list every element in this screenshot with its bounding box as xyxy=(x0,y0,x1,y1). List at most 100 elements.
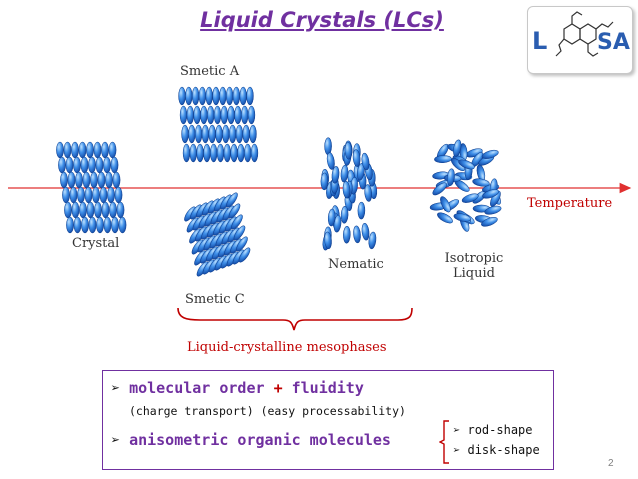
molecule-ellipse xyxy=(239,86,247,106)
arrow-bullet-icon: ➢ xyxy=(453,443,461,457)
molecule-ellipse xyxy=(453,213,471,222)
molecule-ellipse xyxy=(342,180,351,199)
molecule-ellipse xyxy=(458,159,475,170)
rod-shape-text: rod-shape xyxy=(467,423,533,437)
molecule-ellipse xyxy=(63,141,72,159)
molecule-ellipse xyxy=(213,105,222,125)
molecule-ellipse xyxy=(246,86,254,106)
molecule-ellipse xyxy=(99,186,108,204)
molecule-ellipse xyxy=(94,201,102,219)
logo-chain-top xyxy=(571,11,583,24)
molecule-ellipse xyxy=(189,143,197,163)
molecule-ellipse xyxy=(481,216,498,227)
molecule-ellipse xyxy=(108,141,117,159)
molecule-ellipse xyxy=(58,156,66,174)
nematic-label: Nematic xyxy=(328,257,384,272)
molecule-ellipse xyxy=(191,86,200,106)
molecule-ellipse xyxy=(227,105,235,125)
anisometric-line: ➢ anisometric organic molecules xyxy=(111,431,391,449)
molecule-ellipse xyxy=(215,124,223,144)
molecule-ellipse xyxy=(232,86,241,106)
molecule-ellipse xyxy=(353,225,361,244)
molecule-ellipse xyxy=(222,124,230,144)
molecule-ellipse xyxy=(103,216,112,234)
logo-chain-left xyxy=(555,38,565,57)
molecule-ellipse xyxy=(331,166,340,184)
molecule-ellipse xyxy=(343,225,351,244)
order-fluidity-line: ➢ molecular order + fluidity xyxy=(111,379,364,397)
crystal-label: Crystal xyxy=(72,236,120,251)
molecule-ellipse xyxy=(62,186,70,204)
molecule-ellipse xyxy=(73,156,81,174)
molecule-ellipse xyxy=(97,171,106,189)
molecule-ellipse xyxy=(78,141,87,159)
molecule-ellipse xyxy=(64,201,72,219)
molecule-ellipse xyxy=(210,143,218,163)
molecule-ellipse xyxy=(340,206,349,224)
molecule-ellipse xyxy=(482,189,499,199)
molecule-ellipse xyxy=(112,171,121,189)
molecule-ellipse xyxy=(109,201,117,219)
molecule-ellipse xyxy=(179,105,188,125)
molecule-ellipse xyxy=(432,182,447,196)
molecule-ellipse xyxy=(340,164,349,183)
arrow-bullet-icon: ➢ xyxy=(453,423,461,437)
molecule-ellipse xyxy=(361,222,370,241)
molecule-ellipse xyxy=(77,186,85,204)
smectic-a-label: Smetic A xyxy=(180,64,240,79)
isotropic-label: Isotropic Liquid xyxy=(442,251,506,281)
molecule-ellipse xyxy=(236,236,248,252)
molecule-ellipse xyxy=(82,171,91,189)
properties-line: (charge transport) (easy processability) xyxy=(129,404,406,418)
molecule-ellipse xyxy=(324,137,332,155)
molecule-ellipse xyxy=(110,156,119,174)
molecule-ellipse xyxy=(250,143,259,163)
molecule-ellipse xyxy=(92,186,100,204)
molecule-ellipse xyxy=(223,143,231,163)
molecule-ellipse xyxy=(75,171,83,189)
molecule-ellipse xyxy=(193,105,201,125)
molecule-ellipse xyxy=(107,186,115,204)
molecule-ellipse xyxy=(86,201,95,219)
molecule-ellipse xyxy=(90,171,98,189)
molecule-ellipse xyxy=(205,86,213,106)
molecule-ellipse xyxy=(93,141,102,159)
molecule-ellipse xyxy=(69,186,78,204)
molecule-ellipse xyxy=(188,124,196,144)
processability-text: (easy processability) xyxy=(260,404,406,418)
molecule-ellipse xyxy=(201,124,210,144)
molecule-ellipse xyxy=(235,124,244,144)
molecule-ellipse xyxy=(73,216,82,234)
molecule-ellipse xyxy=(484,205,502,215)
info-box: ➢ molecular order + fluidity (charge tra… xyxy=(102,370,554,470)
molecule-ellipse xyxy=(327,208,336,227)
arrow-bullet-icon: ➢ xyxy=(111,379,121,397)
molecular-order-text: molecular order xyxy=(129,379,265,397)
molecule-ellipse xyxy=(118,216,127,234)
isotropic-molecules xyxy=(429,139,502,232)
molecule-ellipse xyxy=(225,86,234,106)
molecule-ellipse xyxy=(101,141,109,159)
molecule-ellipse xyxy=(437,212,453,224)
molecule-ellipse xyxy=(212,86,220,106)
plus-sign: + xyxy=(273,379,283,397)
molecule-ellipse xyxy=(56,141,64,159)
arrow-bullet-icon: ➢ xyxy=(111,431,121,449)
disk-shape-item: ➢ disk-shape xyxy=(453,443,540,457)
molecule-ellipse xyxy=(103,156,111,174)
smectic-c-molecules xyxy=(184,192,251,277)
molecule-ellipse xyxy=(96,216,104,234)
mesophase-brace xyxy=(177,307,413,331)
molecule-ellipse xyxy=(60,171,68,189)
molecule-ellipse xyxy=(95,156,104,174)
molecule-ellipse xyxy=(203,143,211,163)
molecule-ellipse xyxy=(481,149,499,159)
molecule-ellipse xyxy=(461,193,479,203)
molecule-ellipse xyxy=(364,184,373,202)
molecule-ellipse xyxy=(71,141,79,159)
losa-logo: L SA xyxy=(527,6,633,74)
molecule-ellipse xyxy=(361,152,370,171)
molecule-ellipse xyxy=(88,216,97,234)
molecule-ellipse xyxy=(194,124,203,144)
molecule-ellipse xyxy=(198,86,207,106)
